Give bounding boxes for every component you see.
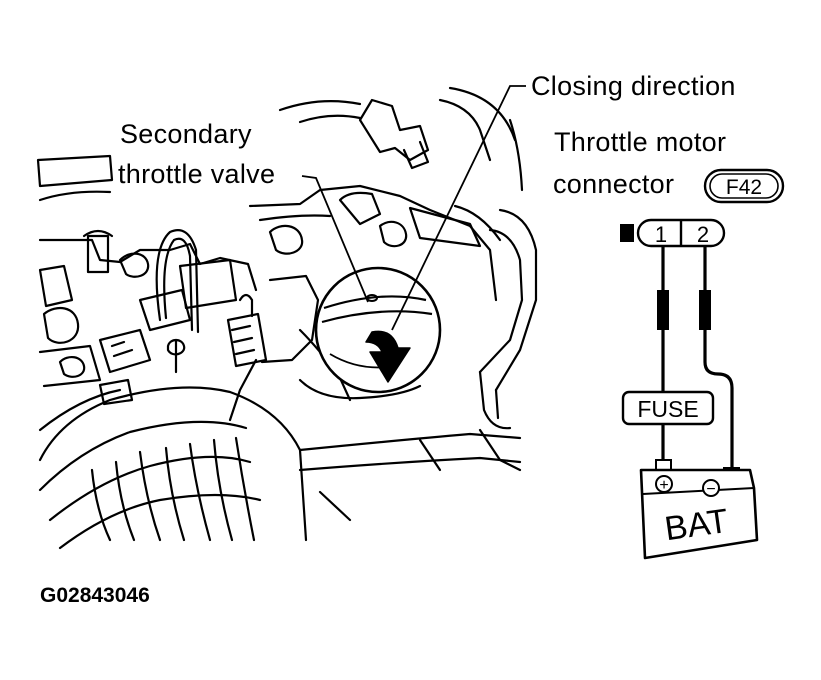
connector-pin-1: 1 xyxy=(655,222,667,247)
closing-direction-label: Closing direction xyxy=(531,71,736,101)
battery-plus-terminal: + xyxy=(659,477,668,494)
throttle-valve-closeup xyxy=(314,266,442,394)
figure-id: G02843046 xyxy=(40,584,150,607)
battery-minus-terminal: − xyxy=(706,481,715,498)
secondary-throttle-valve-label-line2: throttle valve xyxy=(118,159,276,189)
wiring-schematic xyxy=(620,218,759,560)
connector-id-badge xyxy=(703,168,785,204)
battery-label: BAT xyxy=(662,502,730,548)
closing-direction-arrow-icon xyxy=(365,330,411,383)
throttle-motor-connector-label-line1: Throttle motor xyxy=(554,127,727,157)
throttle-motor-connector-label-line2: connector xyxy=(553,169,675,199)
leader-lines xyxy=(301,85,526,331)
connector-id-label: F42 xyxy=(726,176,762,199)
engine-illustration xyxy=(36,86,538,550)
secondary-throttle-valve-label-line1: Secondary xyxy=(120,119,252,149)
connector-pin-2: 2 xyxy=(697,222,709,247)
fuse-label: FUSE xyxy=(637,396,698,422)
